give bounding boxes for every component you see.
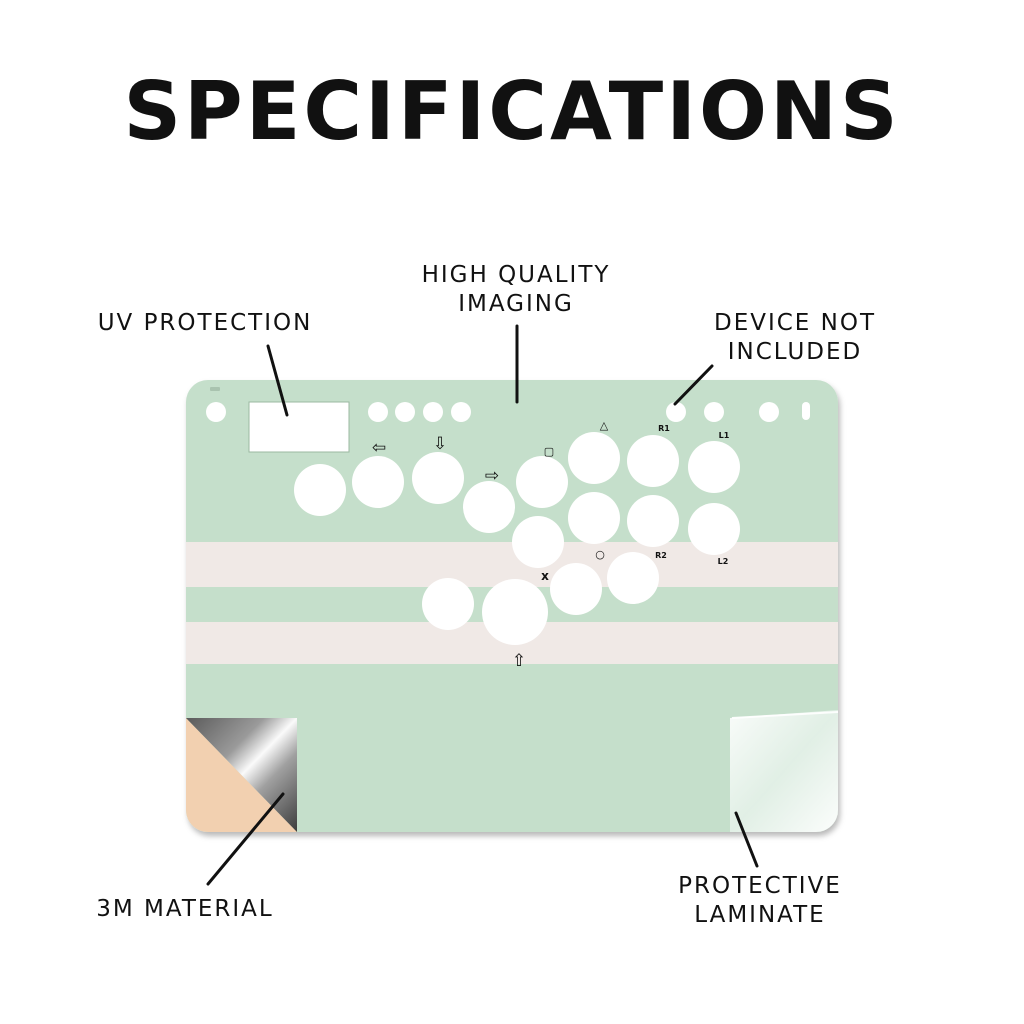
up-arrow-icon: ⇧ <box>512 651 526 671</box>
callout-uv-protection: UV PROTECTION <box>80 309 330 338</box>
triangle-icon: △ <box>600 419 609 432</box>
button-hole <box>422 578 474 630</box>
small-hole <box>368 402 388 422</box>
callout-line: UV PROTECTION <box>97 310 313 336</box>
button-hole-l2 <box>688 503 740 555</box>
button-hole-down <box>412 452 464 504</box>
button-hole-up <box>482 579 548 645</box>
callout-line: DEVICE NOT <box>713 310 877 336</box>
small-hole <box>423 402 443 422</box>
indicator-mark <box>210 387 220 391</box>
callout-leader-lines <box>206 324 759 886</box>
button-hole-l1 <box>688 441 740 493</box>
button-hole-r2 <box>627 495 679 547</box>
button-hole-square <box>516 456 568 508</box>
left-arrow-icon: ⇦ <box>372 438 386 458</box>
circle-icon: ○ <box>595 548 605 561</box>
page-title: SPECIFICATIONS <box>123 65 901 158</box>
button-hole-circle <box>568 492 620 544</box>
callout-device-not-included: DEVICE NOT INCLUDED <box>690 309 900 367</box>
small-hole <box>666 402 686 422</box>
right-arrow-icon: ⇨ <box>485 466 499 486</box>
screen-cutout <box>248 401 350 453</box>
callout-line: LAMINATE <box>694 902 826 928</box>
cross-icon: x <box>541 569 549 583</box>
button-hole-triangle <box>568 432 620 484</box>
r1-label: R1 <box>658 424 670 433</box>
l2-label: L2 <box>718 557 729 566</box>
button-hole-cross <box>512 516 564 568</box>
down-arrow-icon: ⇩ <box>433 434 447 454</box>
button-hole-r1 <box>627 435 679 487</box>
button-hole <box>550 563 602 615</box>
small-hole <box>759 402 779 422</box>
laminate-edge <box>731 711 839 719</box>
leader-device <box>673 364 714 406</box>
square-icon: ▢ <box>544 445 554 458</box>
slot-hole <box>802 402 810 420</box>
callout-high-quality-imaging: HIGH QUALITY IMAGING <box>396 261 636 319</box>
callout-line: PROTECTIVE <box>678 873 842 899</box>
faceplate-panel: ⇦ ⇩ ⇨ ⇧ ▢ △ ○ x R1 L1 R2 L2 <box>186 380 839 832</box>
callout-3m-material: 3M MATERIAL <box>60 895 310 924</box>
button-hole <box>607 552 659 604</box>
callout-line: 3M MATERIAL <box>96 896 274 922</box>
l1-label: L1 <box>719 431 730 440</box>
callout-line: IMAGING <box>458 291 574 317</box>
corner-hole <box>206 402 226 422</box>
button-hole-left <box>352 456 404 508</box>
leader-uv-protection <box>266 344 289 417</box>
callout-line: HIGH QUALITY <box>421 262 611 288</box>
callout-line: INCLUDED <box>727 339 863 365</box>
button-hole-right <box>463 481 515 533</box>
small-hole <box>704 402 724 422</box>
small-hole <box>451 402 471 422</box>
leader-material <box>206 792 285 886</box>
button-hole <box>294 464 346 516</box>
peel-corner <box>186 718 297 832</box>
small-hole <box>395 402 415 422</box>
leader-laminate <box>734 811 759 868</box>
laminate-corner <box>730 710 838 832</box>
callout-protective-laminate: PROTECTIVE LAMINATE <box>660 872 860 930</box>
r2-label: R2 <box>655 551 667 560</box>
